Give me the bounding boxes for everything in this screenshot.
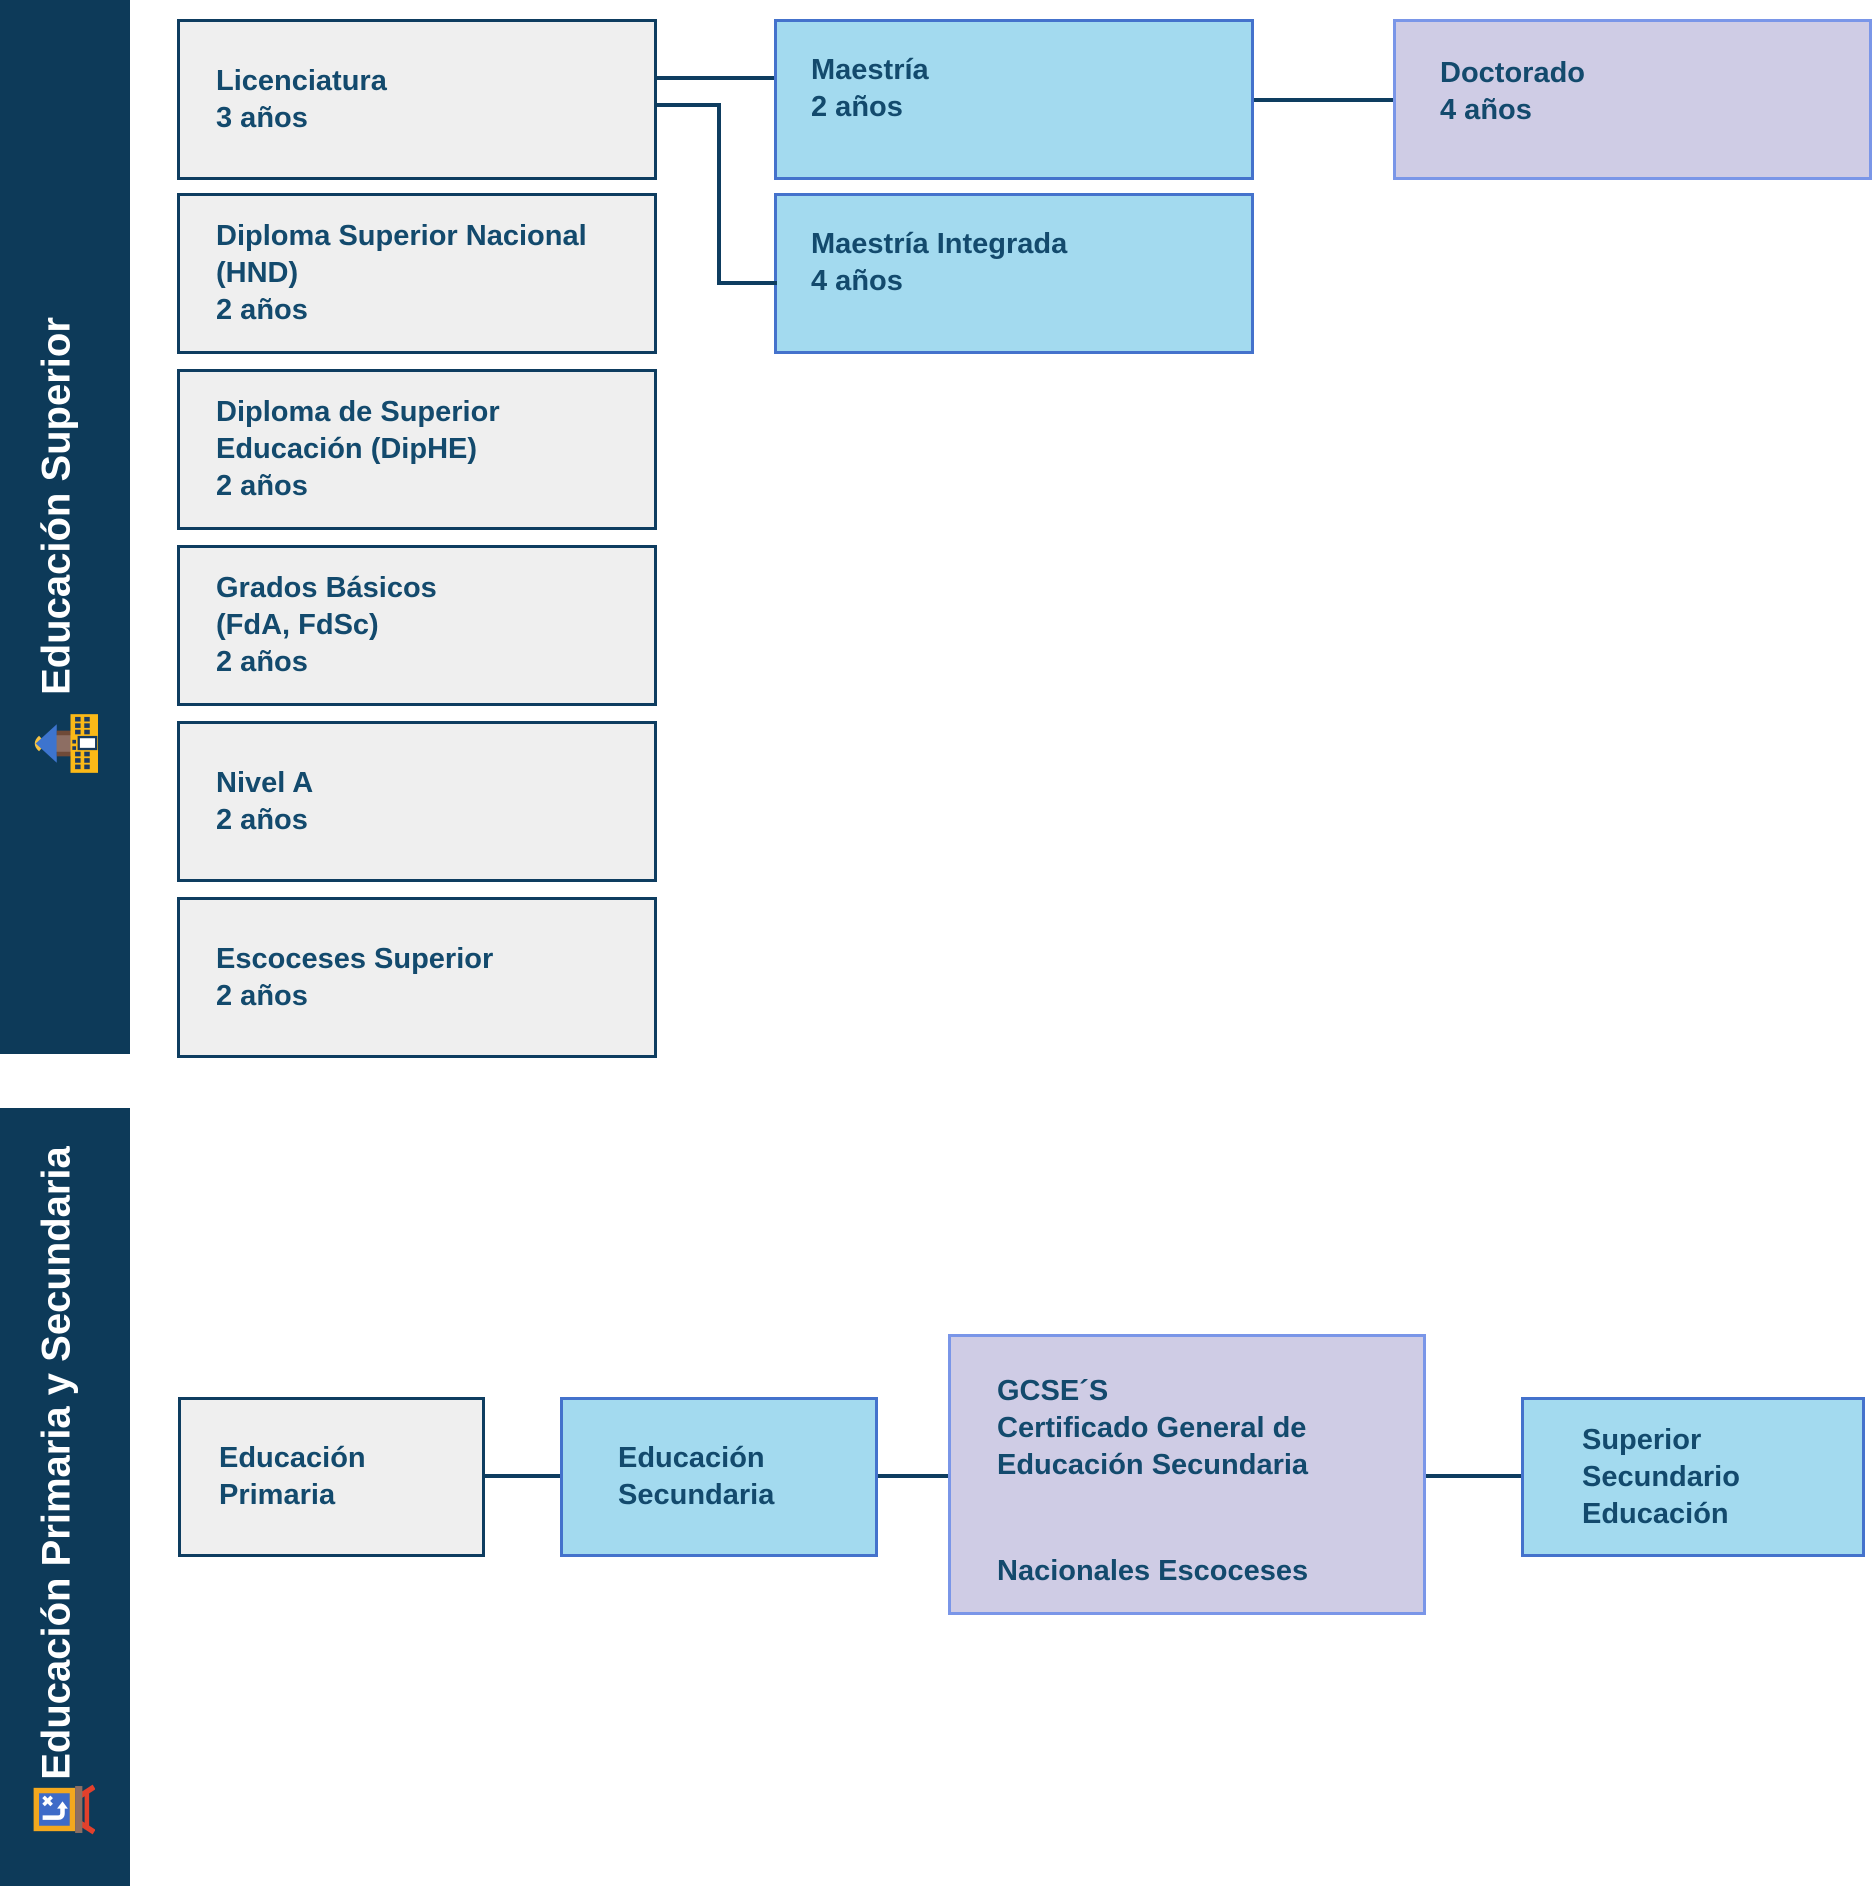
node-title: Educación [219,1442,366,1474]
connector-licenciatura-maestria [657,76,774,80]
node-educacion-secundaria: Educación Secundaria [560,1397,878,1557]
node-title: Superior [1582,1423,1702,1456]
node-title: GCSE´S [997,1375,1109,1407]
node-subtitle2: Educación Secundaria [997,1449,1309,1481]
node-title: Licenciatura [216,64,387,97]
node-duration: 2 años [216,979,308,1012]
node-maestria-integrada: Maestría Integrada 4 años [774,193,1254,354]
sidebar-educacion-primaria-secundaria: Educación Primaria y Secundaria [0,1108,130,1886]
node-gcse: GCSE´S Certificado General de Educación … [948,1334,1426,1615]
sidebar-educacion-superior: Educación Superior [0,0,130,1054]
node-nivel-a: Nivel A 2 años [177,721,657,882]
connector-licenciatura-integrada-h2 [717,281,777,285]
node-subtitle: Educación (DipHE) [216,433,478,465]
node-duration: 3 años [216,101,308,134]
sidebar-label-educacion-superior: Educación Superior [34,317,79,695]
node-title: Diploma de Superior [216,396,500,428]
node-title: Educación [618,1442,765,1474]
connector-maestria-doctorado [1254,98,1393,102]
node-duration: 2 años [216,646,308,678]
node-escoceses-superior: Escoceses Superior 2 años [177,897,657,1058]
node-title: Escoceses Superior [216,942,494,975]
connector-secundaria-gcse [878,1474,948,1478]
connector-licenciatura-integrada-h1 [657,103,721,107]
sidebar-label-educacion-primaria-secundaria: Educación Primaria y Secundaria [34,1146,79,1780]
node-licenciatura: Licenciatura 3 años [177,19,657,180]
blackboard-icon [33,1784,95,1835]
node-duration: 2 años [216,294,308,326]
node-title: Nivel A [216,766,314,799]
node-title: Diploma Superior Nacional [216,220,587,252]
node-duration: 2 años [811,91,903,123]
node-duration: 4 años [811,265,903,297]
node-title2: Secundario [1582,1460,1740,1493]
connector-gcse-superior [1426,1474,1521,1478]
node-superior-secundario: Superior Secundario Educación [1521,1397,1865,1557]
node-title2: Secundaria [618,1479,775,1511]
node-grados-basicos: Grados Básicos (FdA, FdSc) 2 años [177,545,657,706]
connector-primaria-secundaria [485,1474,560,1478]
school-icon [34,714,98,773]
node-diploma-superior-educacion: Diploma de Superior Educación (DipHE) 2 … [177,369,657,530]
node-doctorado: Doctorado 4 años [1393,19,1872,180]
node-maestria: Maestría 2 años [774,19,1254,180]
node-footer: Nacionales Escoceses [997,1555,1309,1587]
node-subtitle: (HND) [216,257,299,289]
node-title3: Educación [1582,1497,1729,1530]
node-diploma-superior-nacional: Diploma Superior Nacional (HND) 2 años [177,193,657,354]
node-duration: 2 años [216,470,308,502]
node-educacion-primaria: Educación Primaria [178,1397,485,1557]
node-subtitle: Certificado General de [997,1412,1307,1444]
node-subtitle: (FdA, FdSc) [216,609,379,641]
node-title2: Primaria [219,1479,336,1511]
node-duration: 4 años [1440,94,1532,126]
node-title: Maestría Integrada [811,228,1068,260]
connector-licenciatura-integrada-v [717,103,721,285]
node-title: Doctorado [1440,57,1585,89]
node-title: Maestría [811,54,929,86]
node-duration: 2 años [216,803,308,836]
node-title: Grados Básicos [216,572,437,604]
